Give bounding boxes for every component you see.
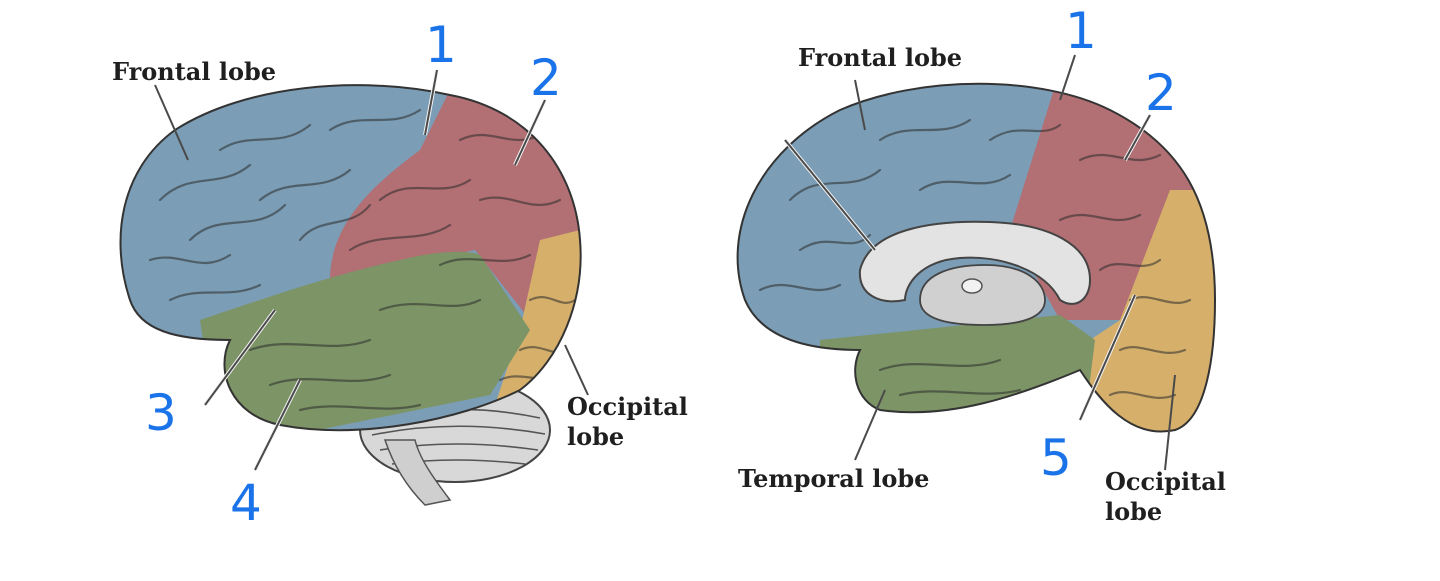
medial-number-2: 2 (1145, 64, 1177, 122)
medial-frontal-lobe-label: Frontal lobe (798, 43, 962, 72)
brainstem (383, 439, 452, 506)
medial-occipital-label-line2: lobe (1105, 497, 1162, 526)
temporal-lobe-region (200, 251, 530, 431)
medial-temporal-lobe-label: Temporal lobe (738, 464, 929, 493)
lateral-number-2: 2 (530, 49, 562, 107)
medial-brain-view: Frontal lobe Temporal lobe Occipital lob… (736, 2, 1226, 526)
lateral-number-3: 3 (145, 384, 177, 442)
medial-number-5: 5 (1040, 429, 1072, 487)
lateral-occipital-label-line1: Occipital (567, 392, 688, 421)
lateral-number-1: 1 (425, 16, 457, 74)
corpus-callosum (858, 220, 1092, 326)
lateral-occipital-label-line2: lobe (567, 422, 624, 451)
lateral-brain-view: Frontal lobe Occipital lobe 1 2 3 4 (112, 16, 688, 532)
medial-occipital-label-line1: Occipital (1105, 467, 1226, 496)
lateral-frontal-lobe-label: Frontal lobe (112, 57, 276, 86)
lateral-number-4: 4 (230, 474, 262, 532)
medial-number-1: 1 (1065, 2, 1097, 60)
